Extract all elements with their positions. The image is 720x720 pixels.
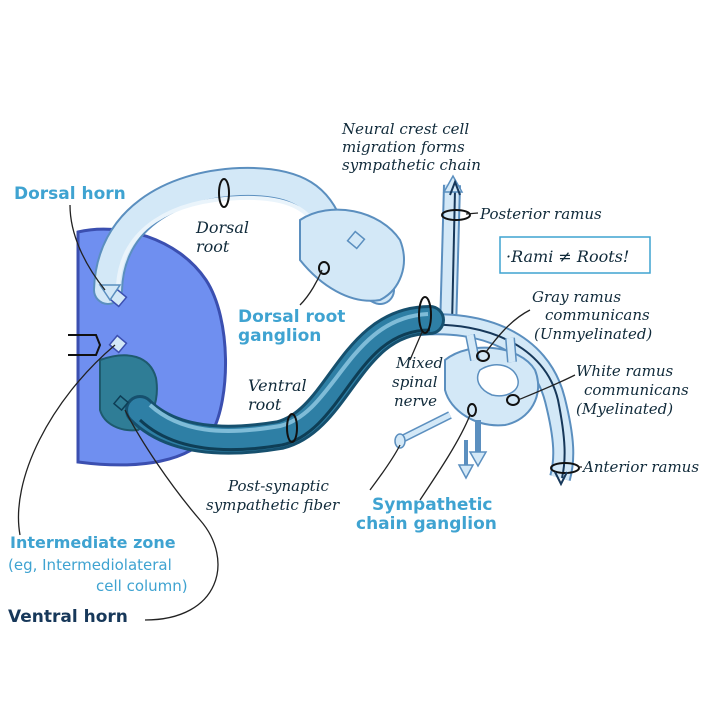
down-arrow-2-head (457, 464, 475, 480)
posterior-ramus-axon (451, 189, 456, 326)
leader-chain-ganglion (419, 414, 471, 501)
label-ventral-horn: Ventral horn (8, 607, 128, 627)
label-posterior-ramus: Posterior ramus (479, 205, 602, 223)
rami-connector-2-fill (506, 337, 516, 363)
label-dorsal-root: Dorsal root (195, 218, 254, 256)
leader-post-synaptic (369, 444, 401, 491)
posterior-ramus-fill (441, 184, 459, 331)
leader-ventral-horn (124, 409, 219, 621)
ventral-root-tube (128, 308, 442, 452)
ventral-root-inner (138, 328, 431, 452)
leader-mixed-nerve (409, 331, 423, 361)
leader-intermediate-zone (17, 344, 116, 536)
dorsal-root-ganglion-shape (299, 208, 405, 302)
intermediate-marker (108, 334, 128, 354)
leader-dorsal-root-ganglion (299, 269, 323, 306)
label-ventral-root: Ventral root (248, 376, 312, 414)
label-rami-roots: ·Rami ≠ Roots! (506, 247, 629, 266)
label-anterior-ramus: Anterior ramus (581, 458, 699, 476)
anterior-ramus-ring (550, 462, 580, 474)
gray-ramus-ring (476, 350, 490, 362)
ventral-horn-marker (112, 394, 130, 412)
label-white-ramus: White ramus communicans (Myelinated) (576, 362, 693, 418)
posterior-ramus-axon-arrow (449, 179, 461, 196)
label-dorsal-horn: Dorsal horn (14, 184, 126, 204)
leader-dorsal-horn (69, 204, 106, 291)
label-neural-crest: Neural crest cell migration forms sympat… (341, 120, 481, 174)
rami-roots-box (499, 236, 651, 274)
label-gray-ramus: Gray ramus communicans (Unmyelinated) (532, 288, 654, 343)
dorsal-root-arrowhead (98, 284, 122, 302)
drg-ring (318, 261, 330, 275)
label-sympathetic-chain-ganglion: Sympathetic chain ganglion (356, 495, 498, 534)
anterior-ramus-axon (424, 323, 566, 479)
rami-connector-fill (466, 334, 479, 361)
ventral-root-highlight (148, 312, 429, 433)
label-intermediate-zone: Intermediate zone (10, 533, 176, 552)
ventral-root-ring (286, 413, 298, 443)
post-synaptic-end (394, 433, 406, 449)
anterior-ramus-axon-arrow (554, 471, 568, 487)
leader-gray-ramus (485, 309, 531, 353)
label-mixed-spinal-nerve: Mixed spinal nerve (392, 354, 448, 410)
dorsal-root-ring (218, 178, 230, 208)
label-dorsal-root-ganglion: Dorsal root ganglion (238, 307, 351, 346)
mixed-nerve-ring (418, 296, 432, 334)
ganglion-inner (476, 364, 519, 397)
post-synaptic-arrow-fill (400, 412, 452, 442)
ganglion-marker (346, 230, 366, 250)
label-intermediate-zone-detail: (eg, Intermediolateral cell column) (8, 556, 188, 595)
posterior-ramus-ring (441, 209, 471, 221)
leader-posterior-ramus (465, 212, 479, 215)
leader-white-ramus (517, 374, 576, 401)
label-post-synaptic: Post-synaptic sympathetic fiber (206, 477, 340, 514)
central-fissure (68, 334, 102, 356)
chain-ganglion-ring (467, 403, 477, 417)
down-arrow-1-head (468, 451, 488, 468)
